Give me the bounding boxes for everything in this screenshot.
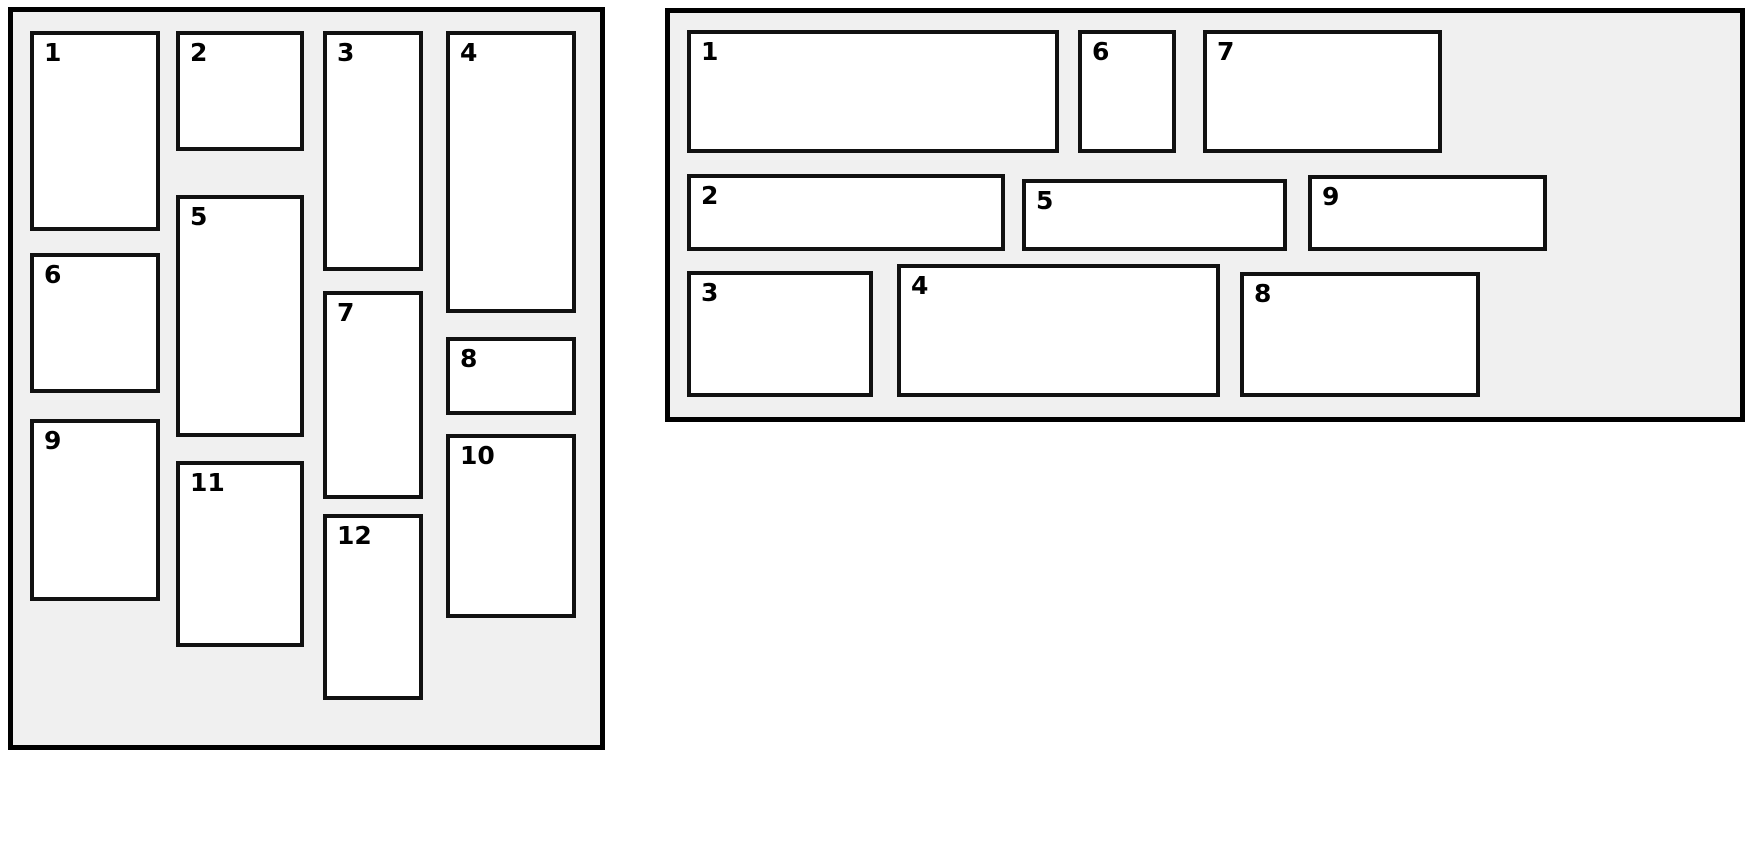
cell-left-panel-10[interactable]: 10 bbox=[446, 434, 576, 618]
cell-label: 10 bbox=[460, 441, 495, 470]
right-panel: 1 6 7 2 5 9 3 4 8 bbox=[665, 8, 1745, 422]
cell-left-panel-3[interactable]: 3 bbox=[323, 31, 423, 271]
cell-label: 6 bbox=[44, 260, 62, 289]
cell-label: 9 bbox=[44, 426, 62, 455]
cell-label: 2 bbox=[701, 181, 719, 210]
cell-label: 1 bbox=[701, 37, 719, 66]
cell-label: 2 bbox=[190, 38, 208, 67]
cell-left-panel-11[interactable]: 11 bbox=[176, 461, 304, 647]
cell-label: 7 bbox=[1217, 37, 1235, 66]
cell-label: 9 bbox=[1322, 182, 1340, 211]
cell-label: 3 bbox=[337, 38, 355, 67]
cell-right-panel-8[interactable]: 8 bbox=[1240, 272, 1480, 397]
cell-left-panel-9[interactable]: 9 bbox=[30, 419, 160, 601]
cell-left-panel-1[interactable]: 1 bbox=[30, 31, 160, 231]
cell-label: 5 bbox=[1036, 186, 1054, 215]
cell-label: 8 bbox=[1254, 279, 1272, 308]
cell-left-panel-8[interactable]: 8 bbox=[446, 337, 576, 415]
cell-right-panel-9[interactable]: 9 bbox=[1308, 175, 1547, 251]
cell-label: 4 bbox=[911, 271, 929, 300]
cell-label: 11 bbox=[190, 468, 225, 497]
cell-right-panel-1[interactable]: 1 bbox=[687, 30, 1059, 153]
cell-label: 4 bbox=[460, 38, 478, 67]
cell-left-panel-2[interactable]: 2 bbox=[176, 31, 304, 151]
cell-right-panel-3[interactable]: 3 bbox=[687, 271, 873, 397]
cell-label: 3 bbox=[701, 278, 719, 307]
cell-label: 7 bbox=[337, 298, 355, 327]
cell-label: 8 bbox=[460, 344, 478, 373]
cell-left-panel-7[interactable]: 7 bbox=[323, 291, 423, 499]
cell-left-panel-5[interactable]: 5 bbox=[176, 195, 304, 437]
cell-left-panel-6[interactable]: 6 bbox=[30, 253, 160, 393]
cell-label: 1 bbox=[44, 38, 62, 67]
cell-right-panel-5[interactable]: 5 bbox=[1022, 179, 1287, 251]
cell-right-panel-6[interactable]: 6 bbox=[1078, 30, 1176, 153]
cell-left-panel-12[interactable]: 12 bbox=[323, 514, 423, 700]
cell-label: 12 bbox=[337, 521, 372, 550]
cell-right-panel-4[interactable]: 4 bbox=[897, 264, 1220, 397]
cell-label: 5 bbox=[190, 202, 208, 231]
cell-right-panel-7[interactable]: 7 bbox=[1203, 30, 1442, 153]
cell-right-panel-2[interactable]: 2 bbox=[687, 174, 1005, 251]
cell-label: 6 bbox=[1092, 37, 1110, 66]
cell-left-panel-4[interactable]: 4 bbox=[446, 31, 576, 313]
